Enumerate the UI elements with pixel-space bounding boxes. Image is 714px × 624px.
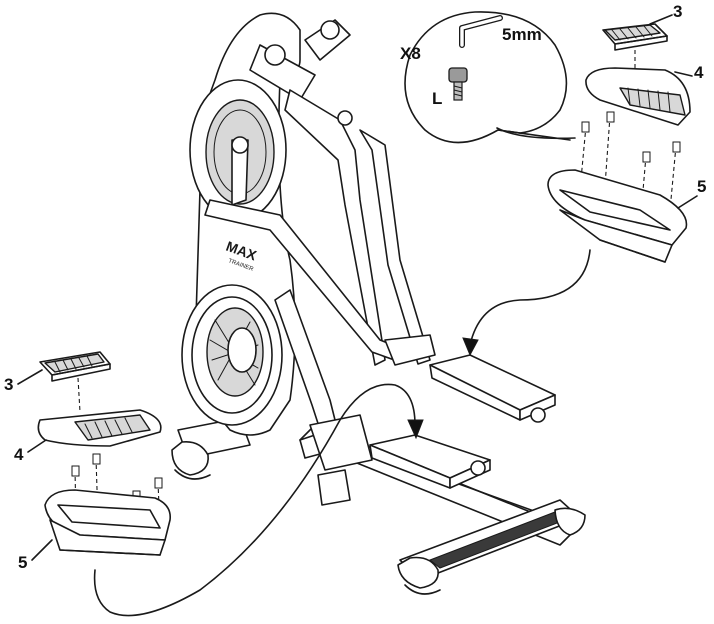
upper-fan-housing	[190, 80, 286, 220]
right-part-5-label: 5	[697, 177, 706, 196]
quantity-label: X8	[400, 44, 421, 63]
left-part-4-label: 4	[14, 445, 24, 464]
left-part-5-label: 5	[18, 553, 27, 572]
right-part-5-pedal-base	[548, 170, 686, 262]
left-part-3-toe-cap	[40, 352, 110, 381]
right-part-4-label: 4	[694, 63, 704, 82]
right-part-3-label: 3	[673, 2, 682, 21]
right-part-3-toe-cap	[603, 24, 667, 50]
tool-size-label: 5mm	[502, 25, 542, 44]
left-part-5-pedal-base	[45, 490, 170, 555]
lower-fan	[182, 285, 282, 425]
left-part-3-label: 3	[4, 375, 13, 394]
right-part-4-foot-pad	[586, 68, 690, 125]
hardware-callout: X8 5mm L	[400, 12, 575, 143]
left-part-4-foot-pad	[38, 410, 161, 446]
right-install-arrow	[470, 250, 590, 345]
bolt-size-label: L	[432, 89, 442, 108]
